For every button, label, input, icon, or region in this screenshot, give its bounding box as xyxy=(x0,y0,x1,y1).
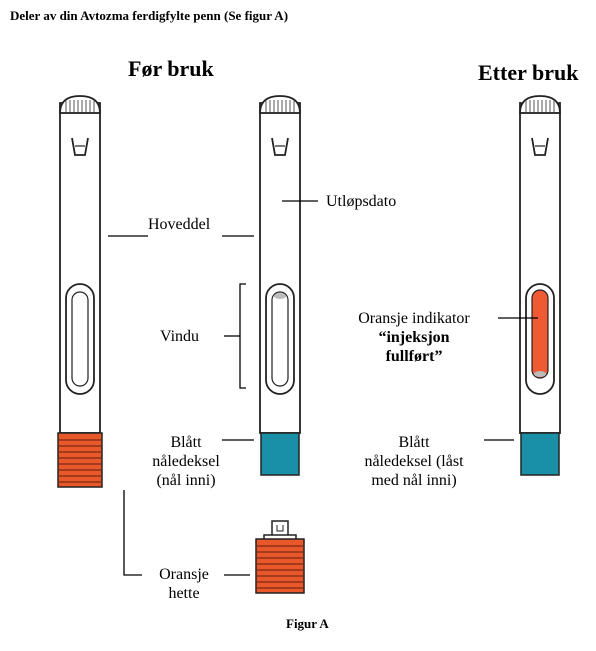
pen-after-use xyxy=(519,95,561,476)
blue-needle-cover xyxy=(260,432,300,476)
leader-lines xyxy=(108,200,538,576)
document-title: Deler av din Avtozma ferdigfylte penn (S… xyxy=(10,8,289,23)
heading-before-use: Før bruk xyxy=(128,56,214,81)
blue-needle-cover-locked xyxy=(520,432,560,476)
label-orange-indicator-line3: fullført” xyxy=(385,348,443,365)
heading-after-use: Etter bruk xyxy=(478,60,579,85)
label-window: Vindu xyxy=(160,328,200,345)
label-blue-cover-locked-line3: med nål inni) xyxy=(371,472,457,489)
pen-without-cap xyxy=(259,95,301,476)
label-blue-cover-line2: nåledeksel xyxy=(152,453,220,470)
label-main-body: Hoveddel xyxy=(148,216,211,233)
label-blue-cover-locked-line1: Blått xyxy=(398,434,430,451)
label-orange-indicator-line2: “injeksjon xyxy=(378,329,450,346)
label-orange-indicator-line1: Oransje indikator xyxy=(358,310,470,327)
label-blue-needle-cover: Blått nåledeksel (nål inni) xyxy=(136,433,236,490)
pen-with-cap xyxy=(57,95,103,488)
label-blue-needle-cover-locked: Blått nåledeksel (låst med nål inni) xyxy=(336,433,492,490)
label-orange-cap-line2: hette xyxy=(168,585,200,602)
label-blue-cover-locked-line2: nåledeksel (låst xyxy=(364,453,464,470)
label-expiry-date: Utløpsdato xyxy=(326,193,397,210)
orange-indicator xyxy=(531,289,549,379)
label-blue-cover-line3: (nål inni) xyxy=(156,472,216,489)
label-orange-cap-line1: Oransje xyxy=(159,566,209,583)
label-orange-cap: Oransje hette xyxy=(144,565,224,603)
label-blue-cover-line1: Blått xyxy=(170,434,202,451)
figure-caption: Figur A xyxy=(286,616,329,631)
orange-cap xyxy=(57,432,103,488)
removed-orange-cap xyxy=(255,520,305,594)
label-orange-indicator: Oransje indikator “injeksjon fullført” xyxy=(334,309,494,366)
